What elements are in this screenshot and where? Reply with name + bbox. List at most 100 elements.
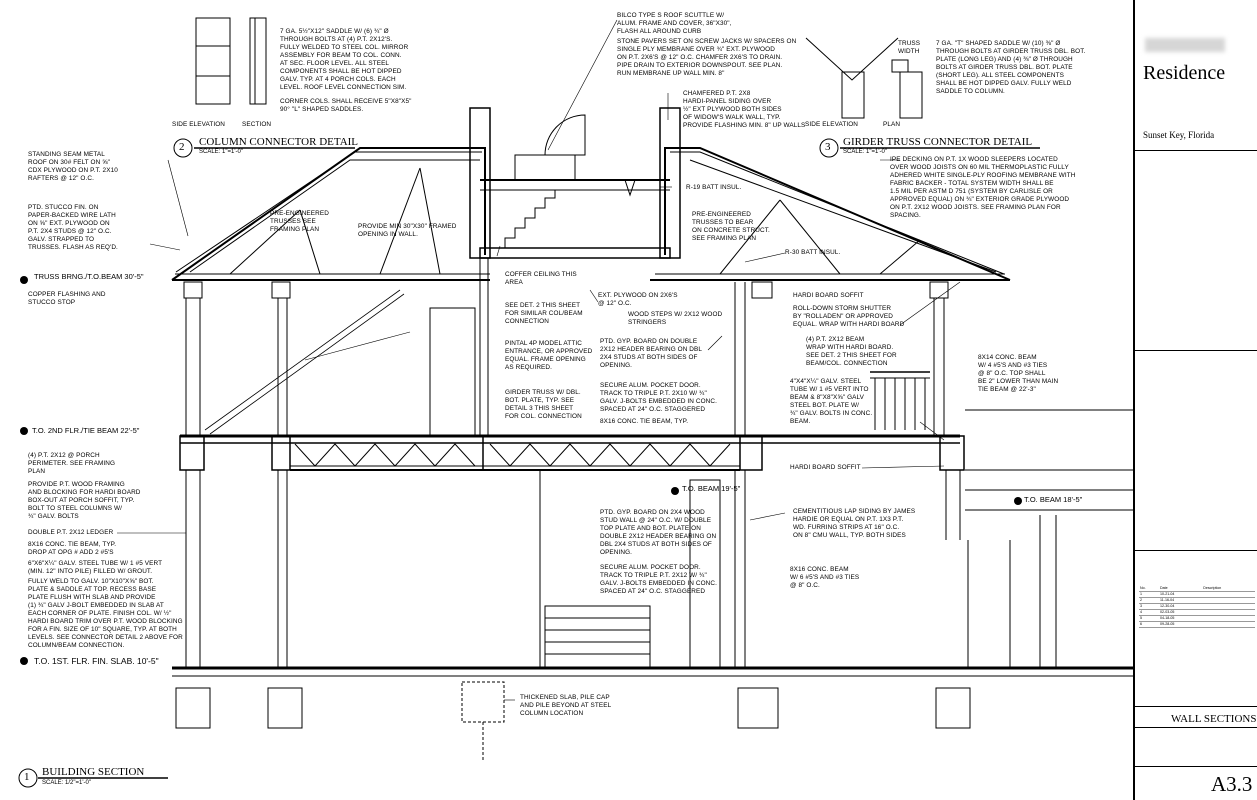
detail-2-scale: SCALE: 1"=1'-0": [199, 149, 243, 155]
revision-date: 09-28-05: [1159, 621, 1203, 628]
note-corner-columns: CORNER COLS. SHALL RECEIVE 5"x8"x5" 90° …: [280, 98, 412, 113]
level-target-icon: [1014, 497, 1022, 505]
revision-description: [1202, 591, 1255, 598]
detail-3-number: 3: [825, 141, 831, 153]
divider: [1135, 350, 1257, 351]
project-name: Residence: [1143, 62, 1226, 84]
column-connector-sketch: [195, 17, 267, 105]
note-attic-opening: PROVIDE MIN 30"x30" FRAMED OPENING IN WA…: [358, 223, 457, 238]
note-pavers: STONE PAVERS SET ON SCREW JACKS W/ SPACE…: [617, 38, 797, 77]
level-target-icon: [20, 427, 28, 435]
detail-3-scale: SCALE: 1"=1'-0": [843, 149, 887, 155]
right-porch: [751, 281, 1133, 668]
detail-2-title: COLUMN CONNECTOR DETAIL: [199, 136, 359, 148]
foundation: [172, 666, 1133, 760]
level-second-floor: T.O. 2nd FLR./TIE BEAM 22'-5": [32, 426, 140, 435]
divider: [1135, 766, 1257, 767]
note-r19: R-19 BATT INSUL.: [686, 184, 742, 191]
revision-description: [1202, 609, 1255, 616]
note-pocket-door-upper: SECURE ALUM. POCKET DOOR. TRACK TO TRIPL…: [600, 382, 717, 413]
note-ptd-gyp-upper: PTD. GYP. BOARD ON DOUBLE 2x12 HEADER BE…: [600, 338, 703, 369]
revision-date: 12-30-04: [1159, 603, 1203, 610]
revision-description: [1202, 615, 1255, 622]
note-ipe-decking: IPE DECKING ON P.T. 1x WOOD SLEEPERS LOC…: [890, 156, 1076, 219]
detail-2-number: 2: [179, 141, 185, 153]
divider: [1135, 150, 1257, 151]
note-girder-saddle: 7 GA. "T" SHAPED SADDLE W/ (10) ⅜" Ø THR…: [936, 40, 1086, 95]
second-floor-framing: [179, 434, 965, 471]
note-steel-tube-lower: 6"x6"x¼" GALV. STEEL TUBE W/ 1 #5 VERT (…: [28, 560, 163, 575]
note-ptd-gyp-lower: PTD. GYP. BOARD ON 2x4 WOOD STUD WALL @ …: [600, 509, 717, 556]
note-pt-2x12-wrap: (4) P.T. 2x12 BEAM WRAP WITH HARDI BOARD…: [806, 336, 897, 367]
building-section-drawing: [18, 17, 1133, 788]
main-roof: [171, 147, 1011, 281]
note-conc-beam-8x16: 8x16 CONC. BEAM W/ 6 #5's AND #3 TIES @ …: [790, 566, 860, 589]
note-porch-perimeter: (4) P.T. 2x12 @ PORCH PERIMETER. SEE FRA…: [28, 452, 116, 475]
level-first-floor: T.O. 1ST. FLR. FIN. SLAB. 10'-5": [34, 656, 159, 666]
note-weld-plate: FULLY WELD TO GALV. 10"x10"x⅝" BOT. PLAT…: [28, 578, 157, 601]
note-rolldown-shutter: ROLL-DOWN STORM SHUTTER BY "ROLLADEN" OR…: [793, 305, 905, 328]
note-r30: R-30 BATT INSUL.: [785, 249, 841, 256]
note-stucco: PTD. STUCCO FIN. ON PAPER-BACKED WIRE LA…: [28, 204, 118, 251]
level-target-icon: [671, 487, 679, 495]
revision-date: 11-16-04: [1159, 597, 1203, 604]
note-column-saddle: 7 GA. 5½"x12" SADDLE W/ (6) ¾" Ø THROUGH…: [280, 28, 409, 91]
note-coffer: COFFER CEILING THIS AREA: [505, 271, 577, 286]
revision-header-no: No.: [1139, 586, 1160, 592]
level-beam-mid: T.O. BEAM 19'-5": [682, 484, 741, 493]
detail-1-scale: SCALE: 1/2"=1'-0": [42, 780, 91, 786]
redacted-owner-name: [1145, 38, 1225, 52]
detail-3-plan-label: PLAN: [883, 121, 901, 128]
note-standing-seam: STANDING SEAM METAL ROOF ON 30# FELT ON …: [28, 151, 118, 182]
note-conc-tie-typ: 8x16 CONC. TIE BEAM, TYP. DROP AT OPG # …: [28, 541, 117, 556]
divider: [1135, 550, 1257, 551]
revision-no: 2: [1139, 597, 1160, 604]
revision-no: 5: [1139, 615, 1160, 622]
level-truss-bearing: TRUSS BRNG./T.O.BEAM 30'-5": [34, 272, 144, 281]
detail-3-truss-width-label: TRUSS WIDTH: [898, 40, 921, 55]
revision-date: 04-18-05: [1159, 615, 1203, 622]
revision-date: 02-03-05: [1159, 609, 1203, 616]
revision-description: [1202, 621, 1255, 628]
revision-date: 10-21-04: [1159, 591, 1203, 598]
note-pocket-door-lower: SECURE ALUM. POCKET DOOR. TRACK TO TRIPL…: [600, 564, 717, 595]
detail-2-side-elevation-label: SIDE ELEVATION: [172, 121, 226, 128]
detail-3-title: GIRDER TRUSS CONNECTOR DETAIL: [843, 136, 1033, 148]
note-pintal: PINTAL 4P MODEL ATTIC ENTRANCE, OR APPRO…: [505, 340, 593, 371]
note-conc-beam-8x14: 8x14 CONC. BEAM W/ 4 #5's AND #3 TIES @ …: [978, 354, 1059, 393]
note-see-det-2: SEE DET. 2 THIS SHEET FOR SIMILAR COL/BE…: [505, 302, 583, 325]
note-hardi-soffit-top: HARDI BOARD SOFFIT: [793, 292, 864, 299]
detail-1-number: 1: [24, 771, 30, 783]
note-steel-tube-upper: 4"x4"x¼" GALV. STEEL TUBE W/ 1 #5 VERT I…: [790, 378, 873, 425]
revision-no: 4: [1139, 609, 1160, 616]
note-provide-pt: PROVIDE P.T. WOOD FRAMING AND BLOCKING F…: [28, 481, 141, 520]
detail-3-side-elevation-label: SIDE ELEVATION: [805, 121, 859, 128]
note-jbolt: (1) ¾" GALV J-BOLT EMBEDDED IN SLAB AT E…: [28, 602, 183, 649]
note-thickened-slab: THICKENED SLAB, PILE CAP AND PILE BEYOND…: [520, 694, 612, 717]
project-location: Sunset Key, Florida: [1143, 130, 1215, 140]
note-cementitious: CEMENTITIOUS LAP SIDING BY JAMES HARDIE …: [793, 508, 916, 539]
widows-walk: [469, 107, 681, 259]
note-ledger: DOUBLE P.T. 2x12 LEDGER: [28, 529, 114, 536]
revision-header-description: Description: [1202, 586, 1255, 592]
revision-description: [1202, 603, 1255, 610]
revision-description: [1202, 597, 1255, 604]
detail-2-section-label: SECTION: [242, 121, 272, 128]
sheet-number: A3.3: [1211, 772, 1253, 796]
interior-walls: [429, 258, 746, 669]
divider: [1135, 727, 1257, 728]
level-beam-right: T.O. BEAM 18'-5": [1024, 495, 1083, 504]
revision-header-row: No. Date Description: [1139, 586, 1255, 592]
detail-3-callout-circle: [819, 138, 839, 158]
leader-lines: [117, 19, 961, 701]
note-hardi-soffit-mid: HARDI BOARD SOFFIT: [790, 464, 861, 471]
note-preengineered-right: PRE-ENGINEERED TRUSSES TO BEAR ON CONCRE…: [692, 211, 770, 242]
detail-1-title: BUILDING SECTION: [42, 766, 145, 778]
level-target-icon: [20, 657, 28, 665]
